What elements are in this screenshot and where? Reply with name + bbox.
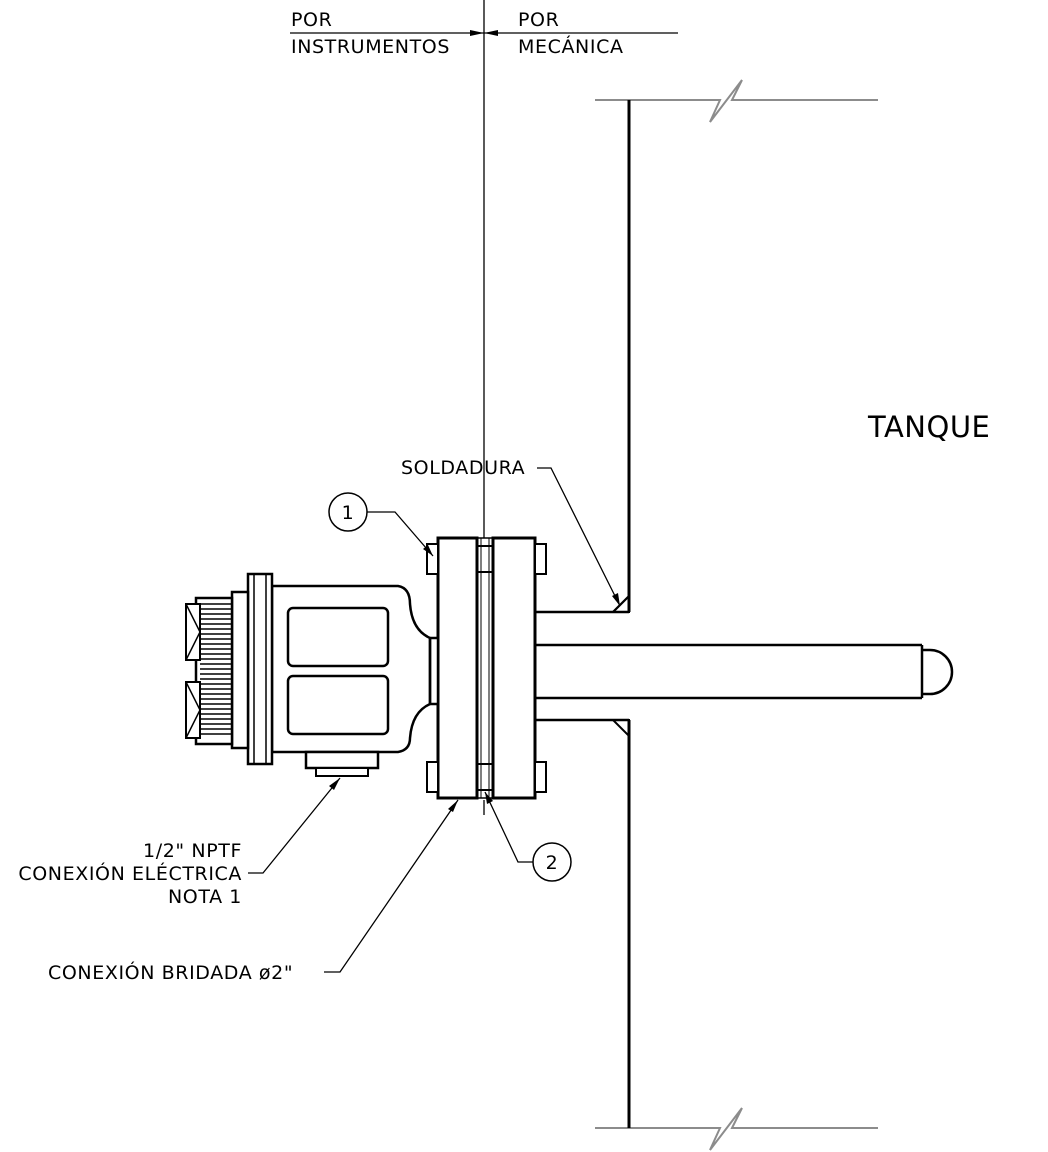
knurled-cap: [194, 596, 234, 746]
transmitter-housing: [185, 572, 440, 777]
flange-right: [491, 536, 537, 800]
scope-left-label-1: POR: [291, 9, 332, 31]
balloon-1-text: 1: [342, 502, 355, 524]
scope-right-label-2: MECÁNICA: [518, 35, 624, 58]
conduit-connection: [304, 750, 380, 770]
flange-left: [436, 536, 479, 800]
weld-label: SOLDADURA: [401, 457, 525, 479]
electrical-label-1: 1/2" NPTF: [143, 840, 242, 862]
flanged-connection: [426, 536, 547, 800]
sensor-probe: [535, 643, 954, 700]
display-window-bottom: [286, 674, 390, 736]
display-window-top: [286, 606, 390, 668]
balloon-2-text: 2: [546, 852, 559, 874]
scope-left-label-2: INSTRUMENTOS: [291, 36, 450, 58]
weld-bottom: [610, 719, 630, 739]
scope-division: POR INSTRUMENTOS POR MECÁNICA: [290, 0, 678, 815]
tank-wall: TANQUE: [595, 79, 990, 1151]
nozzle: [535, 593, 630, 739]
bolt-top: [426, 543, 547, 575]
gasket: [476, 537, 494, 799]
flanged-connection-label: CONEXIÓN BRIDADA ø2": [48, 960, 293, 984]
scope-right-label-1: POR: [518, 9, 559, 31]
annotations: SOLDADURA 1 2 1/2" NPTF CONEXIÓN ELÉCTRI…: [18, 457, 621, 984]
bolt-bottom: [426, 761, 547, 793]
tank-label: TANQUE: [867, 410, 990, 444]
electrical-label-3: NOTA 1: [168, 886, 242, 908]
electrical-label-2: CONEXIÓN ELÉCTRICA: [18, 861, 242, 885]
